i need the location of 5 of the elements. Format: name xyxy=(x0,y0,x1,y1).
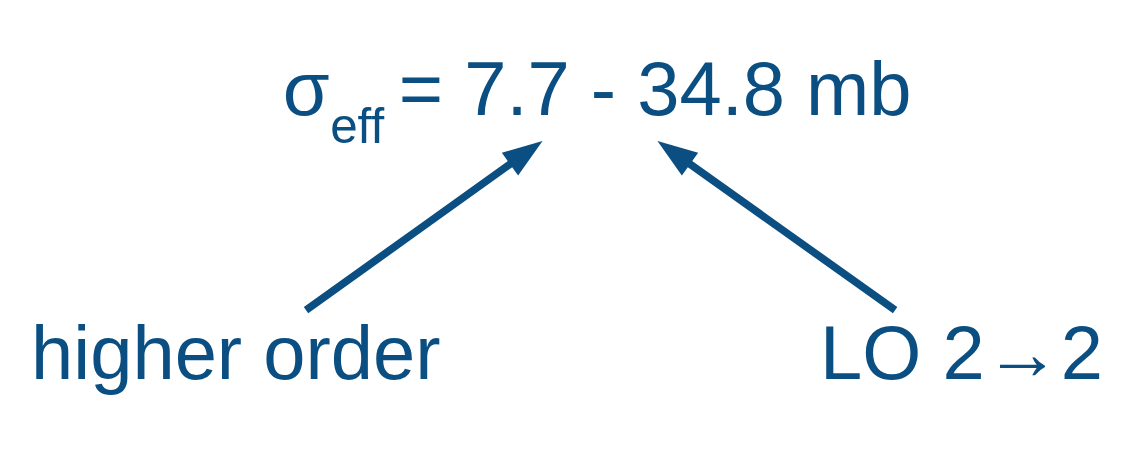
node-text: higher order xyxy=(31,310,441,396)
arrow xyxy=(303,140,543,314)
node-text: LO 2→2 xyxy=(820,310,1103,396)
arrow xyxy=(657,140,898,314)
node-text: σ$_{eff}$ = 7.7 - 34.8 mb xyxy=(282,46,912,153)
